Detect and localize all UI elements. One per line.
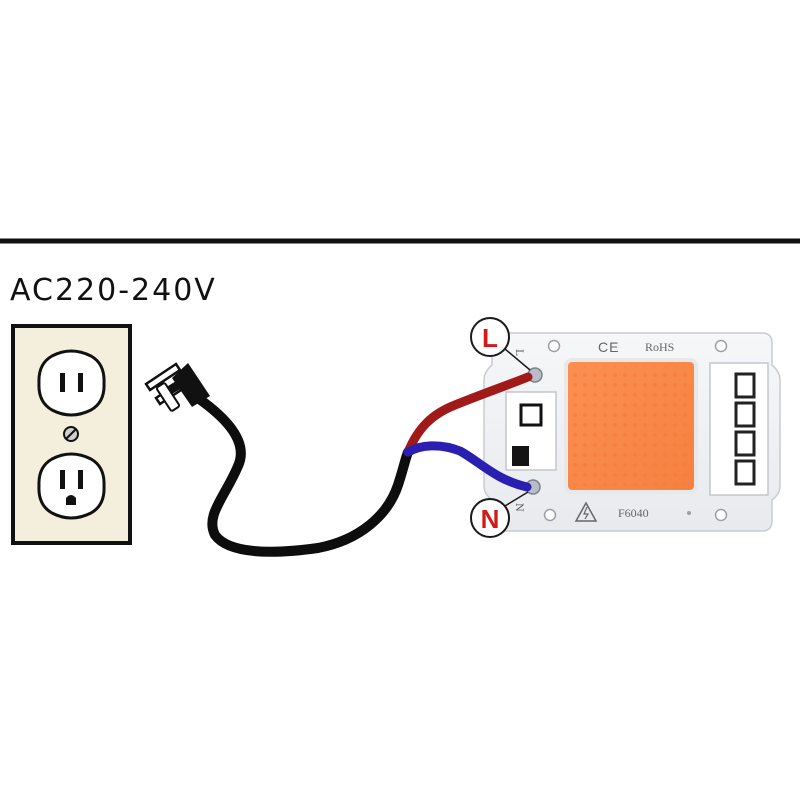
mount-hole: [547, 339, 561, 353]
live-wire: [403, 372, 533, 457]
high-voltage-warning-icon: [574, 501, 598, 522]
pad-label-neutral: N: [513, 503, 524, 512]
power-cord: [187, 389, 413, 557]
neutral-marker: N: [470, 498, 510, 538]
ce-mark-icon: CE: [598, 339, 619, 355]
live-marker-label: L: [482, 323, 498, 353]
model-number: F6040: [618, 506, 649, 520]
voltage-label: AC220-240V: [10, 273, 217, 308]
plug-icon: [144, 362, 210, 412]
upper-receptacle: [37, 349, 106, 417]
live-marker: L: [470, 317, 510, 357]
neutral-marker-label: N: [481, 504, 500, 534]
mount-hole: [714, 508, 728, 522]
rohs-mark: RoHS: [645, 340, 674, 354]
pad-label-live: L: [513, 349, 524, 356]
led-cob-module: L N CE RoHS F6040: [483, 332, 781, 532]
diode-array: [734, 372, 756, 486]
outlet-icon: [11, 324, 132, 545]
mount-hole: [543, 508, 557, 522]
lower-receptacle: [37, 452, 106, 520]
mount-hole: [714, 339, 728, 353]
neutral-wire: [403, 441, 532, 492]
